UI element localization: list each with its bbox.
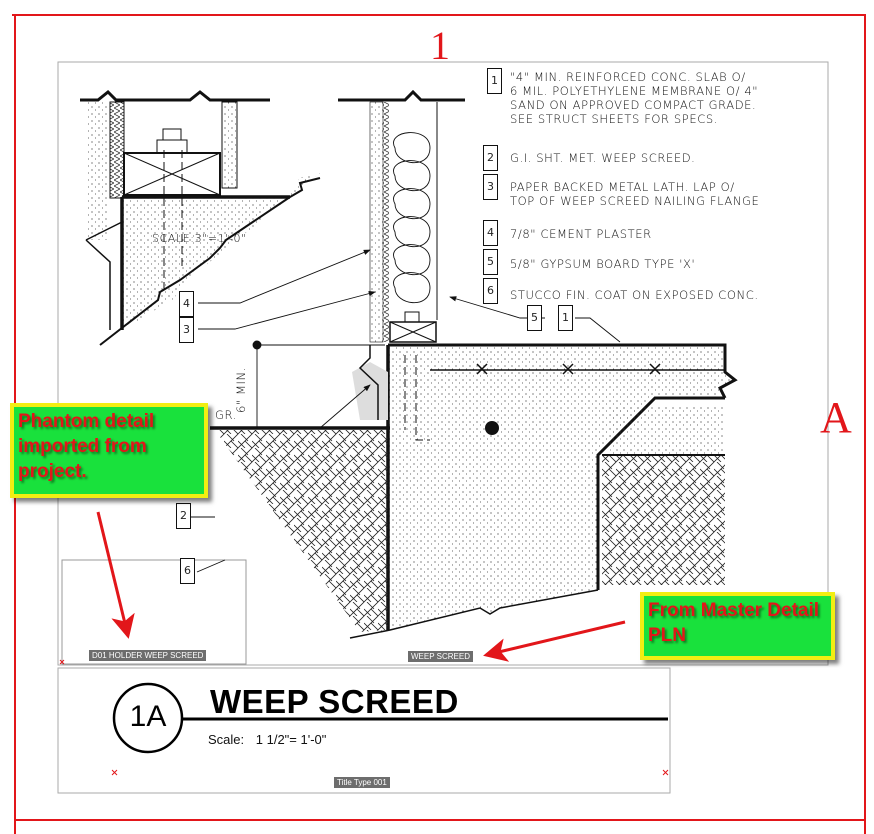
note-4: 7/8" CEMENT PLASTER [510,227,652,241]
note-tag-6: 6 [483,278,498,304]
scale-value: 1 1/2"= 1'-0" [255,732,327,747]
detail-title: WEEP SCREED [210,683,459,720]
grid-marker-a: A [820,393,852,442]
scale-row: Scale: 1 1/2"= 1'-0" [208,732,326,747]
phantom-holder-label[interactable]: D01 HOLDER WEEP SCREED [89,650,207,661]
note-tag-2: 2 [483,145,498,171]
note-tag-5: 5 [483,249,498,275]
note-line: "4" MIN. REINFORCED CONC. SLAB O/ [510,70,746,84]
note-line: TOP OF WEEP SCREED NAILING FLANGE [510,194,760,208]
title-type-label[interactable]: Title Type 001 [334,777,390,788]
note-line: SEE STRUCT SHEETS FOR SPECS. [510,112,718,126]
inner-scale-label: SCALE:3"=1'-0" [152,232,247,245]
note-1: "4" MIN. REINFORCED CONC. SLAB O/ 6 MIL.… [510,70,758,126]
phantom-detail-box [61,559,247,665]
min-dimension-label: 6" MIN. [234,366,249,414]
note-tag-3: 3 [483,174,498,200]
red-arrows [96,511,626,662]
drawing-tag-3: 3 [179,317,194,343]
note-6: STUCCO FIN. COAT ON EXPOSED CONC. [510,288,759,302]
drawing-viewport [57,61,829,666]
foundation [210,343,738,639]
drawing-tag-2: 2 [176,503,191,529]
note-line: 6 MIL. POLYETHYLENE MEMBRANE O/ 4" [510,84,759,98]
note-line: PAPER BACKED METAL LATH. LAP O/ [510,180,735,194]
wall-section [338,89,465,343]
upper-left-detail [80,89,321,346]
note-tag-4: 4 [483,220,498,246]
drawing-tag-4: 4 [179,291,194,317]
grade-label: GR. [215,408,237,422]
drawing-tag-5: 5 [527,305,542,331]
detail-number: 1A [129,700,167,733]
note-line: SAND ON APPROVED COMPACT GRADE. [510,98,757,112]
scale-label: Scale: [208,732,245,747]
note-3: PAPER BACKED METAL LATH. LAP O/ TOP OF W… [510,180,759,208]
note-2: G.I. SHT. MET. WEEP SCREED. [510,151,696,165]
drawing-tag-6: 6 [180,558,195,584]
phantom-detail-callout: Phantom detail imported from project. [10,403,208,498]
drawing-tag-1: 1 [558,305,573,331]
master-detail-callout: From Master Detail PLN [640,592,835,660]
title-block-frame [57,667,671,794]
sheet-frame [12,14,866,834]
master-detail-label[interactable]: WEEP SCREED [408,651,473,662]
grid-marker-1: 1 [430,23,450,68]
note-5: 5/8" GYPSUM BOARD TYPE 'X' [510,257,696,271]
note-tag-1: 1 [487,68,502,94]
